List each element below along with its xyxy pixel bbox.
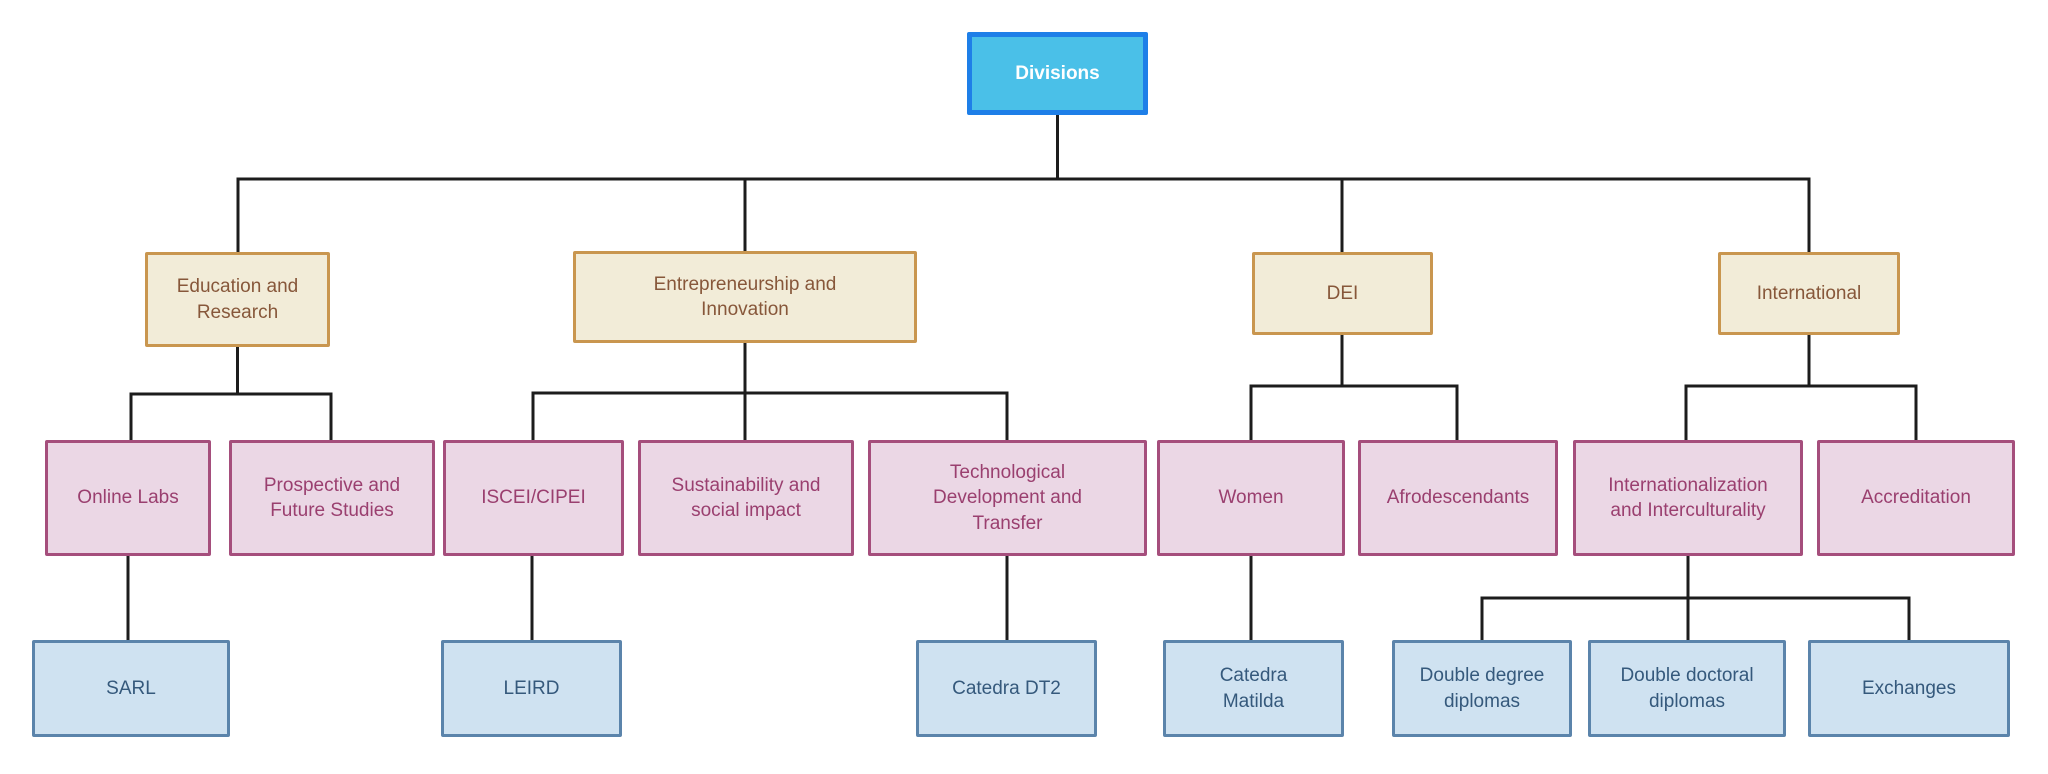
node-internationalization[interactable]: Internationalization and Interculturalit… bbox=[1573, 440, 1803, 556]
connector-internationalization-bracket bbox=[1480, 596, 1911, 640]
node-double-doctoral[interactable]: Double doctoral diplomas bbox=[1588, 640, 1786, 737]
node-education-research[interactable]: Education and Research bbox=[145, 252, 330, 347]
node-tech-dev-transfer[interactable]: Technological Development and Transfer bbox=[868, 440, 1147, 556]
node-double-degree[interactable]: Double degree diplomas bbox=[1392, 640, 1572, 737]
node-label-sarl: SARL bbox=[106, 677, 156, 699]
node-divisions[interactable]: Divisions bbox=[967, 32, 1148, 115]
node-international[interactable]: International bbox=[1718, 252, 1900, 335]
node-label-exchanges: Exchanges bbox=[1861, 677, 1956, 699]
node-accreditation[interactable]: Accreditation bbox=[1817, 440, 2015, 556]
node-label-entrepreneurship: Entrepreneurship and Innovation bbox=[653, 273, 837, 320]
node-label-afrodescendants: Afrodescendants bbox=[1386, 487, 1530, 509]
node-entrepreneurship[interactable]: Entrepreneurship and Innovation bbox=[573, 251, 917, 343]
node-prospective[interactable]: Prospective and Future Studies bbox=[229, 440, 435, 556]
node-label-sustainability: Sustainability and social impact bbox=[671, 474, 821, 521]
node-label-online-labs: Online Labs bbox=[77, 487, 179, 509]
node-label-leird: LEIRD bbox=[503, 677, 560, 699]
connector-top-bracket bbox=[236, 177, 1811, 252]
node-label-dei: DEI bbox=[1326, 282, 1359, 304]
node-catedra-dt2[interactable]: Catedra DT2 bbox=[916, 640, 1097, 737]
node-label-iscei-cipei: ISCEI/CIPEI bbox=[481, 487, 586, 509]
node-label-internationalization: Internationalization and Interculturalit… bbox=[1608, 474, 1768, 521]
node-sarl[interactable]: SARL bbox=[32, 640, 230, 737]
connector-entrepreneurship-bracket bbox=[531, 391, 1009, 440]
node-afrodescendants[interactable]: Afrodescendants bbox=[1358, 440, 1558, 556]
node-label-divisions: Divisions bbox=[1015, 62, 1100, 84]
node-leird[interactable]: LEIRD bbox=[441, 640, 622, 737]
node-exchanges[interactable]: Exchanges bbox=[1808, 640, 2010, 737]
node-label-education-research: Education and Research bbox=[176, 276, 299, 323]
node-label-international: International bbox=[1756, 282, 1862, 304]
node-dei[interactable]: DEI bbox=[1252, 252, 1433, 335]
node-label-tech-dev-transfer: Technological Development and Transfer bbox=[933, 462, 1082, 534]
node-label-double-degree: Double degree diplomas bbox=[1419, 665, 1545, 712]
node-label-catedra-matilda: Catedra Matilda bbox=[1219, 665, 1288, 712]
node-label-accreditation: Accreditation bbox=[1861, 487, 1971, 509]
node-label-catedra-dt2: Catedra DT2 bbox=[952, 677, 1061, 699]
node-iscei-cipei[interactable]: ISCEI/CIPEI bbox=[443, 440, 624, 556]
node-online-labs[interactable]: Online Labs bbox=[45, 440, 211, 556]
connector-dei-bracket bbox=[1249, 384, 1459, 440]
node-label-double-doctoral: Double doctoral diplomas bbox=[1620, 665, 1754, 712]
node-sustainability[interactable]: Sustainability and social impact bbox=[638, 440, 854, 556]
node-catedra-matilda[interactable]: Catedra Matilda bbox=[1163, 640, 1344, 737]
node-women[interactable]: Women bbox=[1157, 440, 1345, 556]
connector-education-bracket bbox=[129, 392, 333, 440]
node-label-prospective: Prospective and Future Studies bbox=[263, 474, 401, 521]
connector-international-bracket bbox=[1684, 384, 1918, 440]
node-label-women: Women bbox=[1218, 487, 1284, 509]
